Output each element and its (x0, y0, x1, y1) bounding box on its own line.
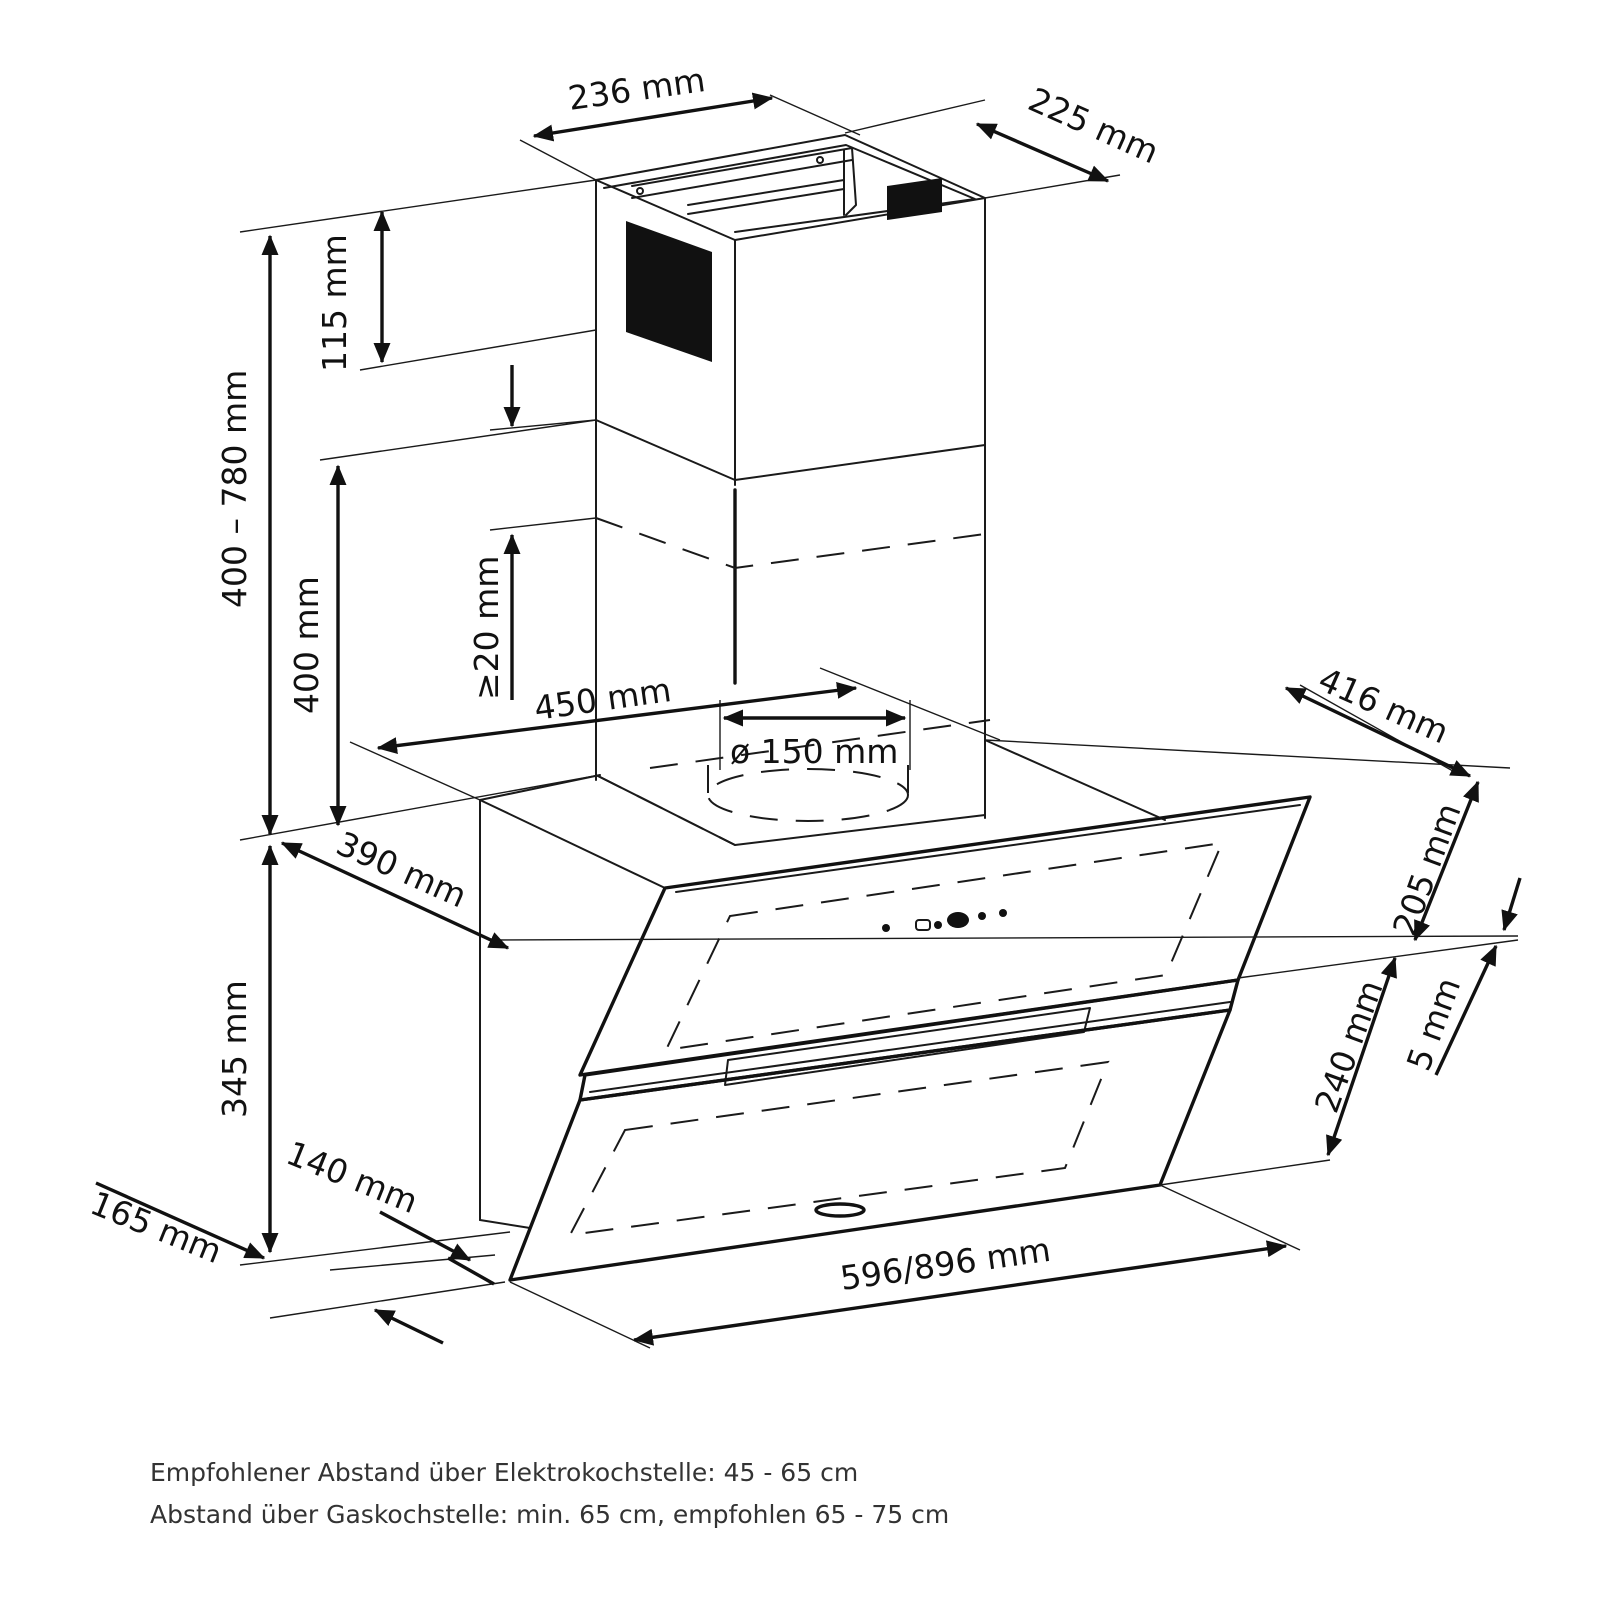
vent-grille-left (626, 221, 712, 362)
handle-strip (578, 978, 1240, 1102)
dim-arrow-165-b (373, 1308, 444, 1345)
dim-arrow-165-a (95, 1181, 266, 1260)
dim-arrow-205 (1413, 780, 1480, 942)
dim-arrow-416 (1284, 686, 1472, 778)
dim-arrow-450 (376, 681, 858, 755)
dim-label-390: 390 mm (331, 824, 473, 916)
dim-arrow-596-896 (632, 1240, 1288, 1346)
dim-label-140: 140 mm (281, 1133, 423, 1221)
mounting-bracket (631, 147, 857, 216)
vent-grille-back (887, 178, 942, 220)
control-button (978, 912, 986, 920)
hood-body (479, 739, 1312, 1282)
dim-arrow-5-bottom (1434, 944, 1498, 1076)
dim-label-225: 225 mm (1023, 80, 1165, 172)
dim-label-115: 115 mm (315, 234, 354, 372)
chimney (595, 134, 991, 846)
extension-lines (239, 94, 1519, 1349)
dim-arrow-236 (532, 92, 774, 142)
control-button (882, 924, 890, 932)
dimension-labels: 236 mm 225 mm 115 mm 400 – 780 mm 400 mm… (85, 60, 1469, 1298)
dim-label-165: 165 mm (85, 1183, 227, 1271)
control-panel (882, 909, 1007, 932)
dim-arrow-390 (280, 841, 510, 950)
dim-label-400: 400 mm (287, 576, 326, 714)
dim-label-596-896: 596/896 mm (838, 1230, 1053, 1298)
glass-panel-upper (578, 795, 1312, 1077)
dim-arrow-140-b (447, 1256, 495, 1286)
control-knob (947, 912, 969, 928)
dim-label-150: ø 150 mm (730, 732, 898, 771)
duct-outlet (595, 719, 991, 846)
dim-label-236: 236 mm (566, 60, 708, 118)
control-button (934, 921, 942, 929)
control-button (915, 919, 931, 931)
note-gas-cooktop: Abstand über Gaskochstelle: min. 65 cm, … (150, 1500, 950, 1529)
dim-label-240: 240 mm (1307, 975, 1391, 1118)
dim-arrow-225 (975, 122, 1110, 183)
dim-arrow-5-top (1501, 877, 1522, 932)
note-electric-cooktop: Empfohlener Abstand über Elektrokochstel… (150, 1458, 859, 1487)
filter-grip (814, 1202, 866, 1218)
dim-label-min20: ≥20 mm (467, 556, 506, 700)
control-button (999, 909, 1007, 917)
dim-arrow-140-a (379, 1210, 472, 1262)
installation-notes: Empfohlener Abstand über Elektrokochstel… (150, 1452, 949, 1536)
dim-label-205: 205 mm (1385, 798, 1469, 941)
dim-label-345: 345 mm (215, 980, 254, 1118)
dimension-arrows (95, 92, 1522, 1346)
dim-label-400-780: 400 – 780 mm (215, 370, 254, 608)
dim-arrow-240 (1326, 956, 1397, 1157)
dim-label-416: 416 mm (1313, 660, 1455, 752)
